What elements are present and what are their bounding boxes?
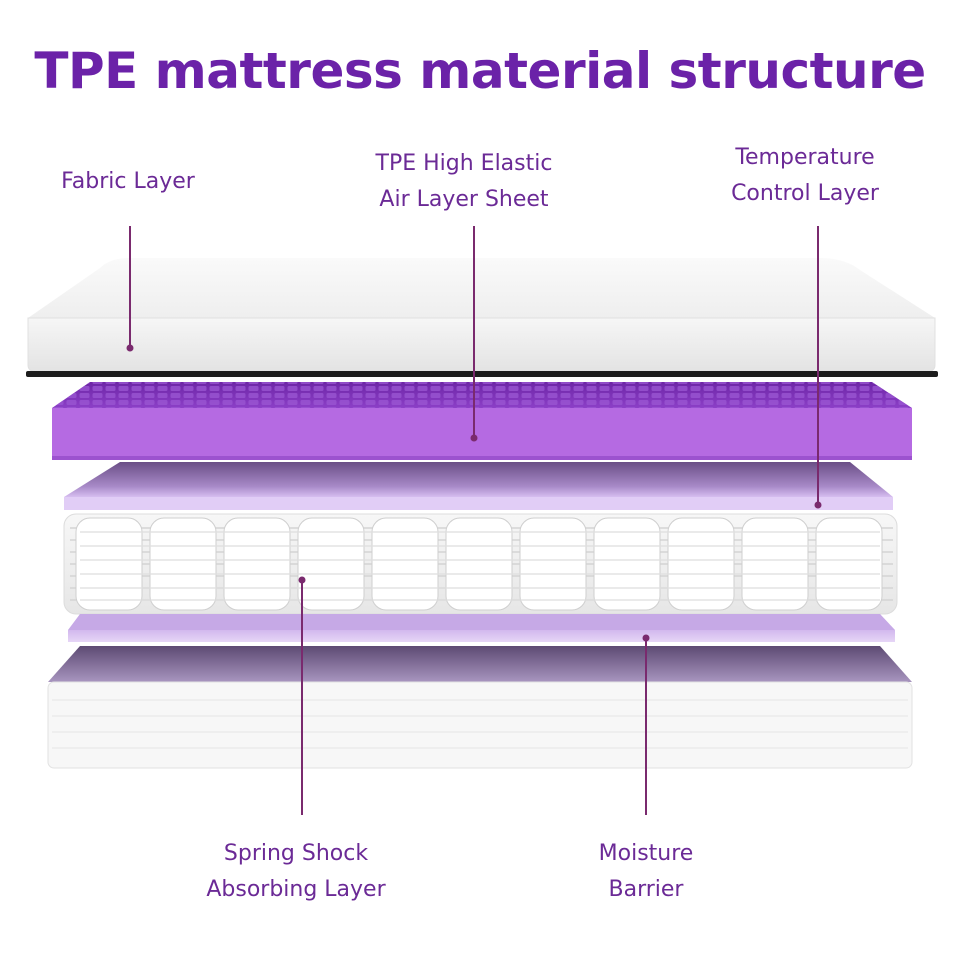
label-moisture-barrier: Moisture Barrier [566,836,726,908]
label-moisture-line-1: Moisture [566,836,726,872]
label-fabric-line-1: Fabric Layer [38,164,218,200]
spring-layer-icon [64,514,897,614]
label-spring-line-1: Spring Shock [186,836,406,872]
fabric-layer-icon [26,258,938,377]
label-temperature-layer: Temperature Control Layer [700,140,910,212]
label-fabric-layer: Fabric Layer [38,164,218,200]
label-tpe-line-2: Air Layer Sheet [344,182,584,218]
label-tpe-layer: TPE High Elastic Air Layer Sheet [344,146,584,218]
tpe-grid-layer-icon [52,382,912,460]
label-tpe-line-1: TPE High Elastic [344,146,584,182]
moisture-barrier-icon [68,614,895,642]
label-moisture-line-2: Barrier [566,872,726,908]
label-spring-layer: Spring Shock Absorbing Layer [186,836,406,908]
temperature-layer-icon [64,462,893,510]
label-spring-line-2: Absorbing Layer [186,872,406,908]
base-foam-layer-icon [48,646,912,768]
label-temperature-line-1: Temperature [700,140,910,176]
label-temperature-line-2: Control Layer [700,176,910,212]
